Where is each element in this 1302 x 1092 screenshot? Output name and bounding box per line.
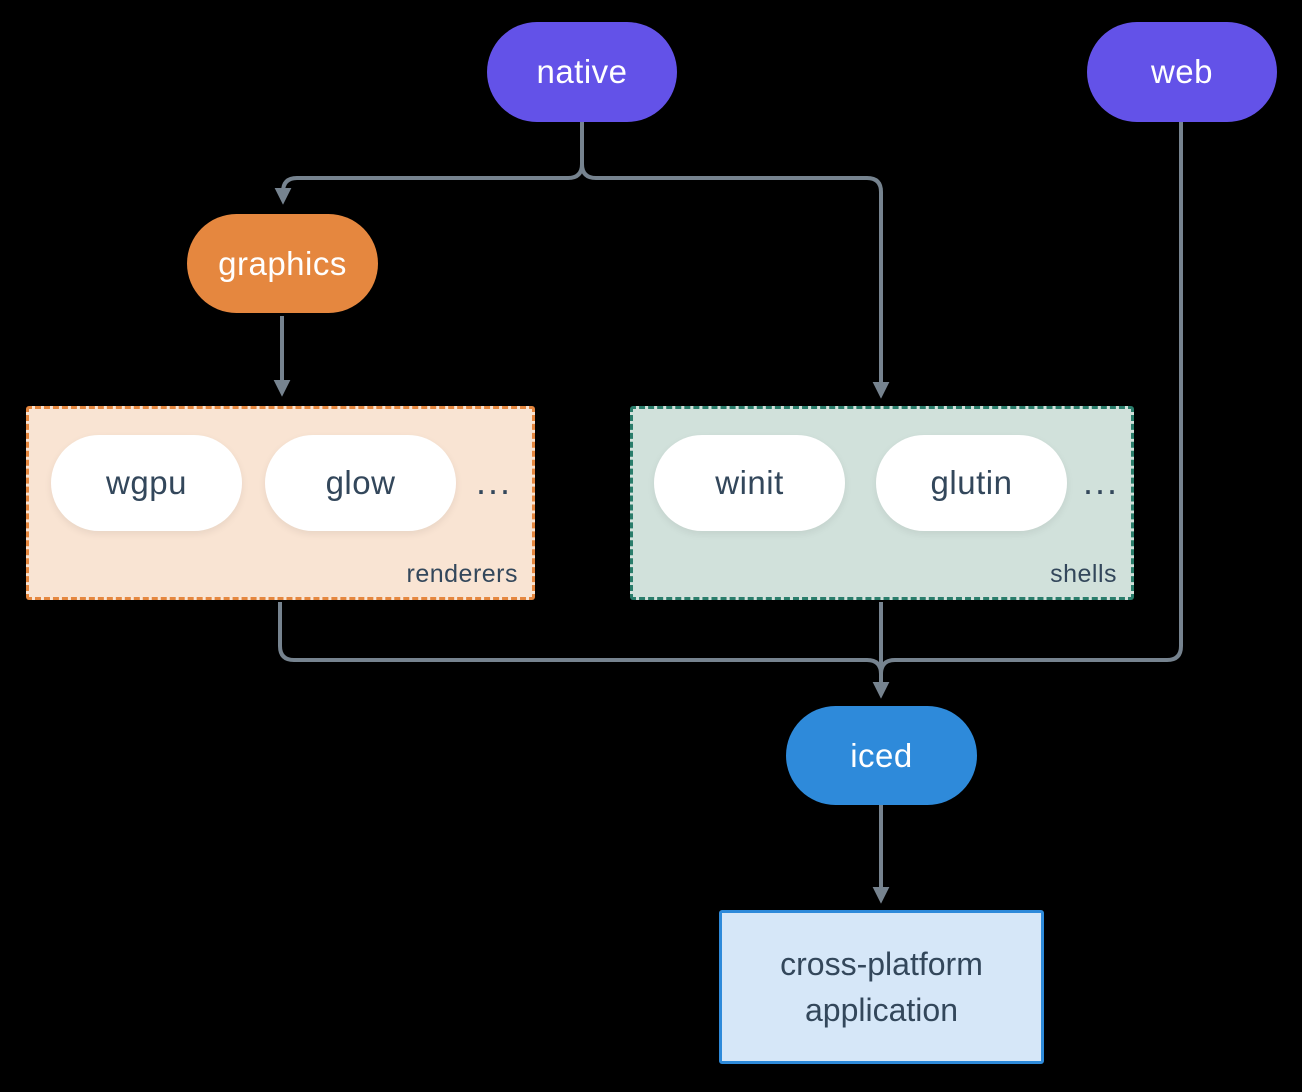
node-web: web [1087, 22, 1277, 122]
node-graphics: graphics [187, 214, 378, 313]
edge-native-graphics [274, 122, 584, 205]
node-winit: winit [654, 435, 845, 531]
group-shells: winit glutin ... shells [630, 406, 1134, 600]
shells-label: shells [1050, 560, 1117, 588]
node-wgpu: wgpu [51, 435, 242, 531]
edge-renderers-iced [278, 602, 883, 675]
node-native: native [487, 22, 677, 122]
shells-ellipsis: ... [1083, 461, 1120, 502]
node-glow: glow [265, 435, 456, 531]
cross-platform-application-box: cross-platform application [719, 910, 1044, 1064]
group-renderers: wgpu glow ... renderers [26, 406, 535, 600]
edge-native-shells [580, 122, 890, 399]
node-iced: iced [786, 706, 977, 805]
renderers-ellipsis: ... [476, 461, 513, 502]
node-glutin: glutin [876, 435, 1067, 531]
renderers-label: renderers [406, 560, 518, 588]
